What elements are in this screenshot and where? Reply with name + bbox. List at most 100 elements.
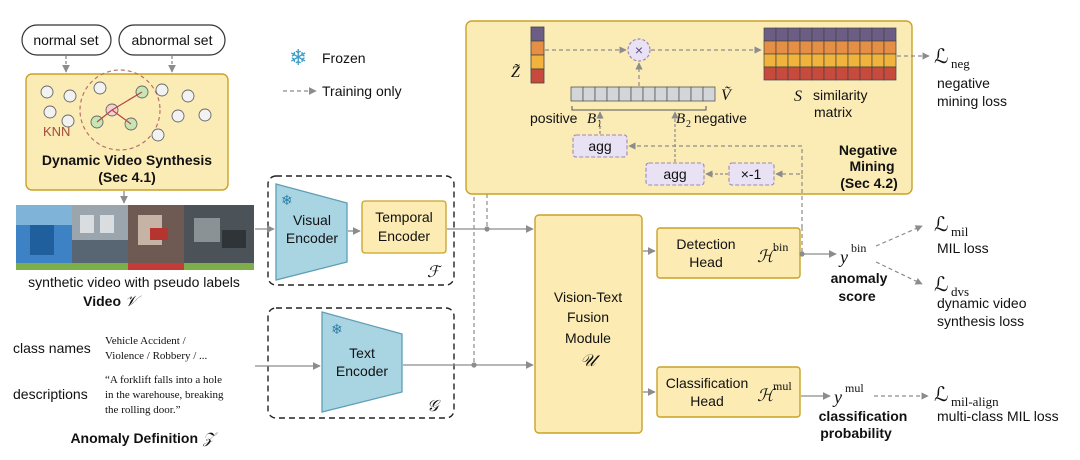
z-tilde-vector [530,26,545,84]
f-encoder-group [267,175,455,286]
dvs-section: (Sec 4.1) [98,169,156,185]
detection-head-label-2: Head [689,254,722,270]
negative-mining-title-1: Negative [839,142,898,158]
times-neg1-box: ×-1 [728,162,775,186]
visual-encoder-label-1: Visual [293,212,331,228]
fusion-label-3: Module [565,330,611,346]
visual-encoder: ❄ Visual Encoder [275,183,348,281]
l-neg-subscript: neg [951,56,970,71]
y-bin-superscript: bin [851,241,866,255]
classification-head-label-1: Classification [666,375,748,391]
knn-links [96,91,143,125]
y-mul-symbol: y [832,387,842,407]
normal-set-label: normal set [33,32,98,48]
v-tilde-vector [570,86,716,102]
similarity-matrix [763,27,897,81]
times-neg1-label: ×-1 [741,166,762,182]
text-encoder-label-2: Encoder [336,363,388,379]
visual-encoder-snowflake-icon: ❄ [281,192,293,208]
text-encoder: ❄ Text Encoder [321,311,403,413]
detection-head-label-1: Detection [676,236,735,252]
knn-label: KNN [43,124,70,139]
text-encoder-label-1: Text [349,345,375,361]
l-mil-align-subscript: mil-align [951,394,999,409]
text-branch-junction [471,362,477,368]
y-mul-superscript: mul [845,381,864,395]
class-names-label: class names [13,340,91,356]
dvs-title: Dynamic Video Synthesis [42,152,212,168]
knn-dots [40,81,212,142]
l-mil-symbol: ℒ [934,214,948,236]
dvs-loss-label-2: synthesis loss [937,313,1024,329]
v-tilde-symbol: Ṽ [721,85,733,104]
normal-set-pill: normal set [21,24,112,56]
l-neg-symbol: ℒ [934,46,948,68]
synthetic-video-strip [16,205,254,270]
similarity-label-2: matrix [814,104,852,120]
y-bin-symbol: y [838,247,848,267]
fusion-label-2: Fusion [567,309,609,325]
negative-mining-title-2: Mining [849,158,894,174]
dvs-loss-label-1: dynamic video [937,295,1027,311]
abnormal-set-pill: abnormal set [118,24,226,56]
h-bin-superscript: bin [773,240,788,254]
anomaly-score-label-1: anomaly [831,270,888,286]
g-encoder-group [267,307,455,419]
class-prob-label-1: classification [819,408,908,424]
pseudo-label-normal-2 [184,263,254,270]
class-names-value-2: Violence / Robbery / ... [105,350,208,362]
g-symbol: 𝒢 [427,398,441,415]
ybin-branch-junction [799,251,805,257]
neg-loss-label-2: mining loss [937,93,1007,109]
ybin-to-mil-arrow [875,225,923,247]
agg-positive-box: agg [572,134,628,158]
visual-branch-junction [484,226,490,232]
l-dvs-subscript: dvs [951,284,969,299]
negative-mining-section: (Sec 4.2) [840,175,898,191]
temporal-encoder-label-2: Encoder [378,228,430,244]
class-prob-label-2: probability [820,425,892,441]
video-label: Video [83,293,121,309]
temporal-encoder: Temporal Encoder [361,200,447,254]
b2-symbol: B [676,111,685,127]
visual-encoder-label-2: Encoder [286,230,338,246]
knn-radius-circle [79,69,161,151]
l-dvs-symbol: ℒ [934,274,948,296]
text-encoder-snowflake-icon: ❄ [331,321,343,337]
negative-label: negative [694,110,747,126]
abnormal-set-label: abnormal set [132,32,213,48]
f-symbol: ℱ [427,264,443,281]
pseudo-label-normal-1 [16,263,128,270]
fusion-label-1: Vision-Text [554,289,622,305]
pseudo-label-abnormal [128,263,184,270]
anomaly-definition-label: Anomaly Definition [70,430,198,446]
neg-loss-label-1: negative [937,75,990,91]
agg-negative-box: agg [645,162,705,186]
ybin-to-agg1-arrow [628,142,803,174]
anomaly-score-label-2: score [838,288,876,304]
vision-text-fusion-module: Vision-Text Fusion Module 𝒰 [534,214,643,434]
mil-align-loss-label: multi-class MIL loss [937,408,1059,424]
agg-negative-label: agg [663,166,686,182]
descriptions-label: descriptions [13,386,88,402]
h-mul-superscript: mul [773,379,792,393]
b1-symbol: B [587,111,596,127]
classification-head: Classification Head ℋ mul [656,366,801,418]
multiply-symbol: × [635,42,643,58]
dvs-panel: KNN Dynamic Video Synthesis (Sec 4.1) [25,69,229,191]
description-line-3: the rolling door.” [105,404,181,416]
multiply-op [627,38,651,62]
fusion-symbol: 𝒰 [580,351,600,370]
description-line-1: “A forklift falls into a hole [105,374,222,386]
classification-head-label-2: Head [690,393,723,409]
video-symbol: 𝒱 [125,294,142,310]
ybin-to-neg1-arrow [775,170,803,228]
l-mil-subscript: mil [951,224,969,239]
s-symbol: S [794,88,802,105]
ybin-to-dvs-loss-arrow [875,261,923,285]
similarity-label-1: similarity [813,87,867,103]
agg-positive-label: agg [588,138,611,154]
detection-head: Detection Head ℋ bin [656,227,801,279]
